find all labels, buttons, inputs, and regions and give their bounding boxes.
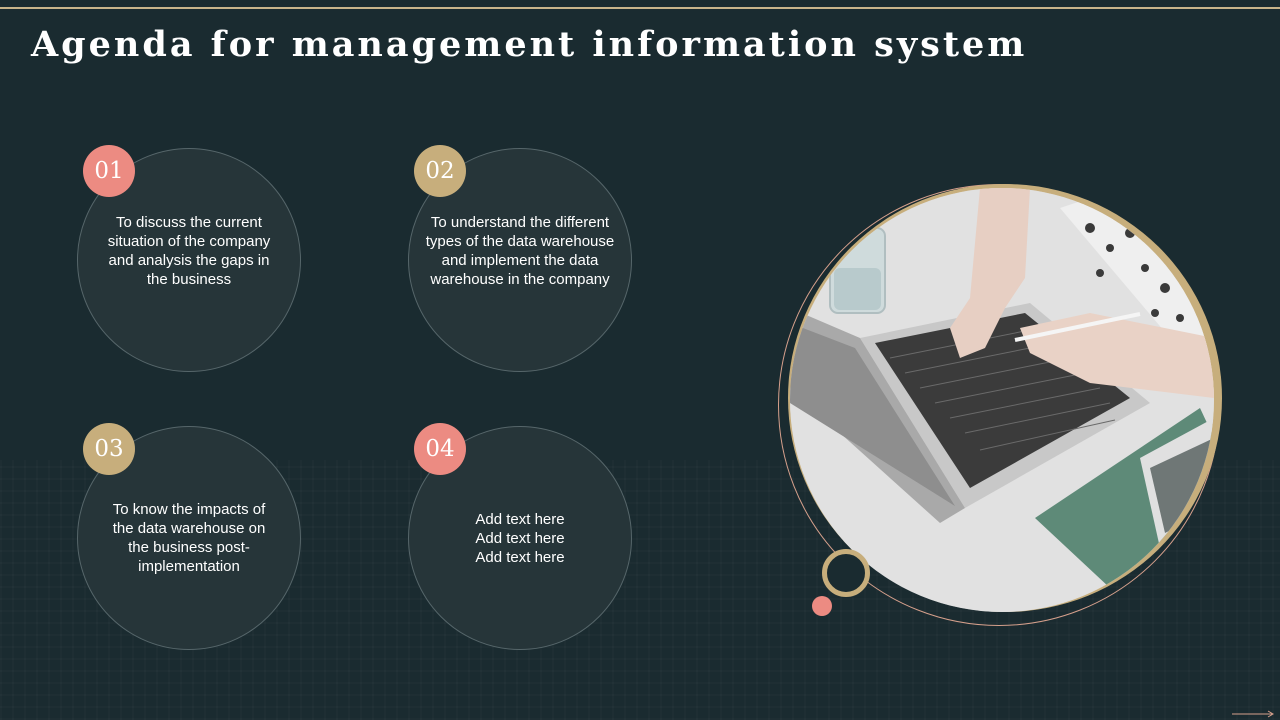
number-badge: 03: [83, 423, 135, 475]
agenda-item-2: 02 To understand the different types of …: [408, 145, 638, 375]
number-badge: 04: [414, 423, 466, 475]
agenda-text: To know the impacts of the data warehous…: [112, 501, 266, 575]
photo-frame: [776, 184, 1226, 628]
agenda-circle: [408, 148, 632, 372]
agenda-item-4: 04 Add text here Add text here Add text …: [408, 423, 638, 653]
laptop-photo-icon: [790, 188, 1214, 612]
arrow-right-icon: [1232, 710, 1274, 718]
agenda-item-1: 01 To discuss the current situation of t…: [77, 145, 307, 375]
agenda-text: To understand the different types of the…: [425, 214, 615, 288]
decorative-ring: [822, 549, 870, 597]
agenda-text: Add text here Add text here Add text her…: [475, 511, 565, 566]
number-badge: 02: [414, 145, 466, 197]
slide-title: Agenda for management information system: [31, 24, 1028, 65]
top-rule: [0, 7, 1280, 9]
decorative-dot: [812, 596, 832, 616]
agenda-text: To discuss the current situation of the …: [107, 214, 271, 288]
agenda-item-3: 03 To know the impacts of the data wareh…: [77, 423, 307, 653]
number-badge: 01: [83, 145, 135, 197]
